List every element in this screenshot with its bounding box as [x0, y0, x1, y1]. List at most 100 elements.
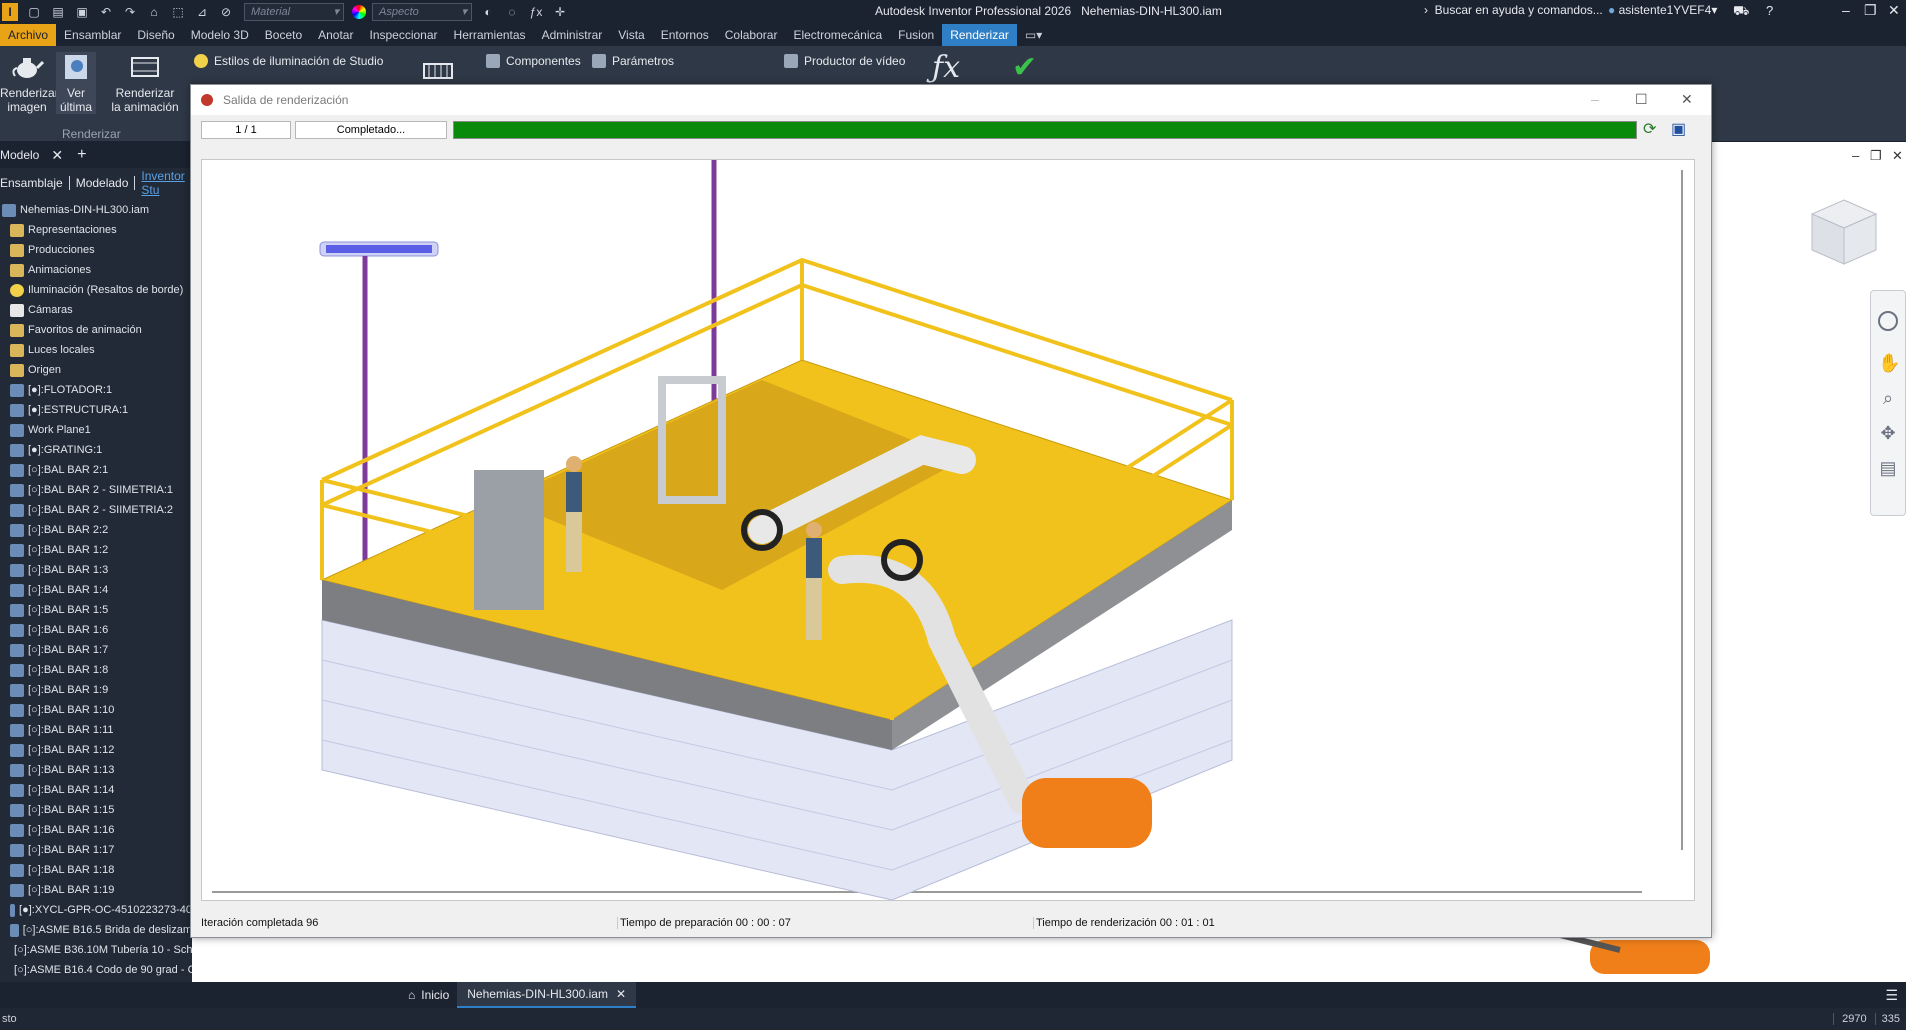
tab-inspeccionar[interactable]: Inspeccionar: [369, 28, 438, 42]
user-account[interactable]: ● asistente1YVEF4▾: [1608, 3, 1718, 17]
orbit-icon[interactable]: ✥: [1880, 423, 1896, 443]
tree-item[interactable]: [○]:BAL BAR 1:4: [0, 580, 192, 600]
tree-item[interactable]: [○]:BAL BAR 1:18: [0, 860, 192, 880]
tab-home[interactable]: ⌂Inicio: [408, 988, 450, 1002]
tab-renderizar[interactable]: Renderizar: [942, 24, 1017, 46]
tree-item[interactable]: [○]:BAL BAR 1:13: [0, 760, 192, 780]
minimize-icon[interactable]: –: [1842, 2, 1850, 18]
subtab-inventor-studio[interactable]: Inventor Stu: [141, 169, 185, 197]
tree-item[interactable]: Animaciones: [0, 260, 192, 280]
tree-item[interactable]: [○]:BAL BAR 1:7: [0, 640, 192, 660]
close-icon[interactable]: ✕: [1681, 91, 1693, 107]
restore-icon[interactable]: ❐: [1870, 148, 1882, 163]
tab-anotar[interactable]: Anotar: [318, 28, 354, 42]
tree-item[interactable]: [○]:BAL BAR 1:17: [0, 840, 192, 860]
tab-colaborar[interactable]: Colaborar: [724, 28, 778, 42]
tab-fusion[interactable]: Fusion: [898, 28, 935, 42]
tree-item[interactable]: [○]:BAL BAR 1:14: [0, 780, 192, 800]
tree-item[interactable]: Favoritos de animación: [0, 320, 192, 340]
open-folder-icon[interactable]: ▤: [52, 5, 64, 19]
tree-item[interactable]: [○]:ASME B16.4 Codo de 90 grad - Clase 1…: [14, 964, 192, 976]
tree-item[interactable]: [○]:BAL BAR 2 - SIIMETRIA:1: [0, 480, 192, 500]
tree-item[interactable]: Cámaras: [0, 300, 192, 320]
tree-item[interactable]: Origen: [0, 360, 192, 380]
add-icon[interactable]: +: [77, 146, 87, 163]
tree-item[interactable]: [●]:FLOTADOR:1: [0, 380, 192, 400]
tab-electromecanica[interactable]: Electromecánica: [793, 28, 883, 42]
appearance-color-icon[interactable]: [352, 5, 366, 19]
subtab-modelado[interactable]: Modelado: [70, 176, 136, 190]
fx-parameters-icon[interactable]: ƒx: [932, 50, 961, 85]
subtab-ensamblaje[interactable]: Ensamblaje: [0, 176, 70, 190]
clear-icon[interactable]: ⊘: [220, 5, 232, 19]
tree-item[interactable]: Producciones: [0, 240, 192, 260]
close-icon[interactable]: ✕: [1892, 148, 1903, 163]
tree-item[interactable]: [○]:BAL BAR 1:9: [0, 680, 192, 700]
look-at-icon[interactable]: ▤: [1879, 458, 1897, 478]
tree-item[interactable]: [○]:BAL BAR 1:19: [0, 880, 192, 900]
tree-item[interactable]: [○]:ASME B16.5 Brida de deslizam: [0, 920, 192, 940]
save-icon[interactable]: ▣: [76, 5, 88, 19]
tree-item[interactable]: [○]:BAL BAR 1:12: [0, 740, 192, 760]
minimize-icon[interactable]: –: [1852, 148, 1860, 163]
zoom-icon[interactable]: ⌕: [1882, 388, 1894, 408]
tree-item[interactable]: [○]:BAL BAR 1:8: [0, 660, 192, 680]
tree-item[interactable]: [○]:BAL BAR 2 - SIIMETRIA:2: [0, 500, 192, 520]
tab-vista[interactable]: Vista: [618, 28, 645, 42]
tree-item[interactable]: [●]:ESTRUCTURA:1: [0, 400, 192, 420]
video-producer-button[interactable]: Productor de vídeo: [784, 54, 905, 68]
maximize-icon[interactable]: ☐: [1635, 91, 1648, 107]
steering-wheel-icon[interactable]: [1878, 311, 1898, 331]
select-icon[interactable]: ⬚: [172, 5, 184, 19]
tab-administrar[interactable]: Administrar: [541, 28, 603, 42]
fx-icon[interactable]: ƒx: [529, 5, 543, 19]
measure-icon[interactable]: ⊿: [196, 5, 208, 19]
rerender-icon[interactable]: ⟳: [1643, 121, 1657, 138]
tree-item[interactable]: [○]:BAL BAR 2:1: [0, 460, 192, 480]
close-icon[interactable]: ✕: [51, 146, 64, 163]
material-dropdown[interactable]: Material▾: [244, 3, 344, 21]
viewcube-icon[interactable]: [1806, 194, 1882, 270]
tree-item[interactable]: [○]:BAL BAR 1:2: [0, 540, 192, 560]
minimize-icon[interactable]: –: [1591, 91, 1599, 107]
home-icon[interactable]: ⌂: [150, 5, 158, 19]
add-icon[interactable]: ✛: [554, 5, 566, 19]
tree-item[interactable]: [○]:BAL BAR 1:6: [0, 620, 192, 640]
redo-icon[interactable]: ↷: [124, 5, 136, 19]
close-icon[interactable]: ✕: [1888, 2, 1900, 18]
tree-item[interactable]: [○]:BAL BAR 1:3: [0, 560, 192, 580]
tab-modelo-3d[interactable]: Modelo 3D: [190, 28, 249, 42]
tab-document[interactable]: Nehemias-DIN-HL300.iam✕: [457, 982, 637, 1008]
tree-root[interactable]: Nehemias-DIN-HL300.iam: [0, 200, 192, 220]
studio-lighting-button[interactable]: Estilos de iluminación de Studio: [194, 54, 383, 68]
clear-appearance-icon[interactable]: ◌: [508, 5, 516, 19]
tab-boceto[interactable]: Boceto: [264, 28, 303, 42]
tree-item[interactable]: [○]:BAL BAR 2:2: [0, 520, 192, 540]
panel-toggle-icon[interactable]: ▭▾: [1024, 28, 1043, 42]
tree-item[interactable]: [○]:BAL BAR 1:10: [0, 700, 192, 720]
new-file-icon[interactable]: ▢: [28, 5, 40, 19]
tree-item[interactable]: [○]:BAL BAR 1:11: [0, 720, 192, 740]
parameters-button[interactable]: Parámetros: [592, 54, 674, 68]
tree-item[interactable]: [○]:BAL BAR 1:5: [0, 600, 192, 620]
finish-checkmark-icon[interactable]: ✔: [1012, 51, 1038, 84]
appearance-adjust-icon[interactable]: ◐: [484, 5, 492, 19]
tree-item[interactable]: [●]:XYCL-GPR-OC-4510223273-40: [0, 900, 192, 920]
tree-item[interactable]: [●]:GRATING:1: [0, 440, 192, 460]
appearance-dropdown[interactable]: Aspecto▾: [372, 3, 472, 21]
components-button[interactable]: Componentes: [486, 54, 581, 68]
tab-herramientas[interactable]: Herramientas: [453, 28, 526, 42]
close-icon[interactable]: ✕: [615, 987, 627, 1001]
tree-item[interactable]: [○]:BAL BAR 1:16: [0, 820, 192, 840]
tab-archivo[interactable]: Archivo: [0, 24, 57, 46]
help-icon[interactable]: ?: [1766, 3, 1774, 18]
tree-item[interactable]: Luces locales: [0, 340, 192, 360]
animation-timeline-button[interactable]: [418, 56, 458, 90]
tree-item[interactable]: Representaciones: [0, 220, 192, 240]
inventor-logo-icon[interactable]: I: [2, 3, 18, 21]
help-search[interactable]: › Buscar en ayuda y comandos...: [1424, 3, 1603, 17]
restore-icon[interactable]: ❐: [1864, 2, 1877, 18]
